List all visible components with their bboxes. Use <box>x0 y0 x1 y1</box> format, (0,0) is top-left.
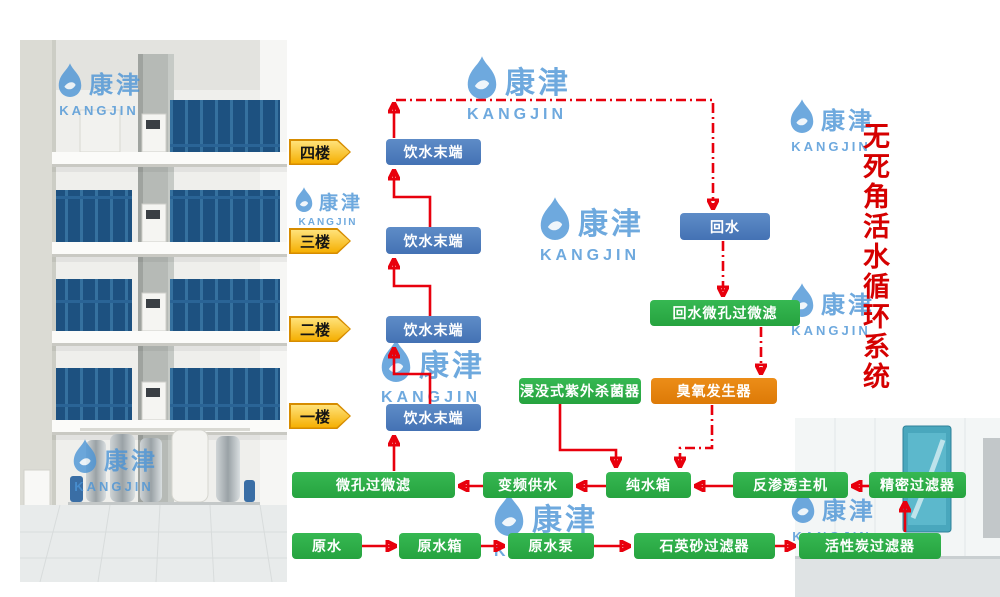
floor-tag-label: 一楼 <box>290 404 350 428</box>
floor-tag-label: 四楼 <box>290 140 350 164</box>
building-illustration <box>20 40 287 583</box>
node-return-water: 回水 <box>680 213 770 240</box>
node-vfd-supply: 变频供水 <box>483 472 573 498</box>
floor-tag-2f: 二楼 <box>289 316 351 342</box>
node-ozone-generator: 臭氧发生器 <box>651 378 777 404</box>
kangjin-flame-icon <box>791 489 815 523</box>
kangjin-watermark: 康津 KANGJIN <box>70 438 158 494</box>
node-drinking-terminal-1f: 饮水末端 <box>386 404 481 431</box>
node-pure-water-tank: 纯水箱 <box>606 472 691 498</box>
node-drinking-terminal-3f: 饮水末端 <box>386 227 481 254</box>
kangjin-flame-icon <box>58 63 82 97</box>
kangjin-watermark: 康津 KANGJIN <box>377 338 485 407</box>
node-uv-sterilizer: 浸没式紫外杀菌器 <box>519 378 641 404</box>
node-ro-host: 反渗透主机 <box>733 472 848 498</box>
node-micro-filter: 微孔过微滤 <box>292 472 455 498</box>
floor-tag-1f: 一楼 <box>289 403 351 429</box>
node-raw-water: 原水 <box>292 533 362 559</box>
floor-tag-3f: 三楼 <box>289 228 351 254</box>
kangjin-watermark: 康津 KANGJIN <box>55 62 143 118</box>
node-quartz-sand-filter: 石英砂过滤器 <box>634 533 775 559</box>
node-return-micro-filter: 回水微孔过微滤 <box>650 300 800 326</box>
kangjin-flame-icon <box>790 99 814 133</box>
node-drinking-terminal-2f: 饮水末端 <box>386 316 481 343</box>
kangjin-flame-icon <box>467 56 497 99</box>
node-drinking-terminal-4f: 饮水末端 <box>386 139 481 165</box>
floor-tag-label: 二楼 <box>290 317 350 341</box>
kangjin-watermark: 康津 KANGJIN <box>787 98 875 154</box>
kangjin-flame-icon <box>381 339 411 382</box>
kangjin-flame-icon <box>540 197 570 240</box>
kangjin-watermark: 康津 KANGJIN <box>536 196 644 265</box>
node-precision-filter: 精密过滤器 <box>869 472 966 498</box>
pump-room-photo <box>795 418 1000 597</box>
kangjin-flame-icon <box>73 439 97 473</box>
node-activated-carbon-filter: 活性炭过滤器 <box>799 533 941 559</box>
floor-tag-label: 三楼 <box>290 229 350 253</box>
kangjin-flame-icon <box>494 493 524 536</box>
system-title: 无死角活水循环系统 <box>859 122 889 392</box>
kangjin-watermark: 康津 KANGJIN <box>293 186 363 228</box>
node-raw-water-pump: 原水泵 <box>508 533 594 559</box>
floor-tag-4f: 四楼 <box>289 139 351 165</box>
building-cutaway-photo <box>20 40 287 583</box>
node-raw-water-tank: 原水箱 <box>399 533 481 559</box>
kangjin-watermark: 康津 KANGJIN <box>463 55 571 124</box>
pump-room-illustration <box>795 418 1000 597</box>
kangjin-flame-icon <box>295 187 313 212</box>
